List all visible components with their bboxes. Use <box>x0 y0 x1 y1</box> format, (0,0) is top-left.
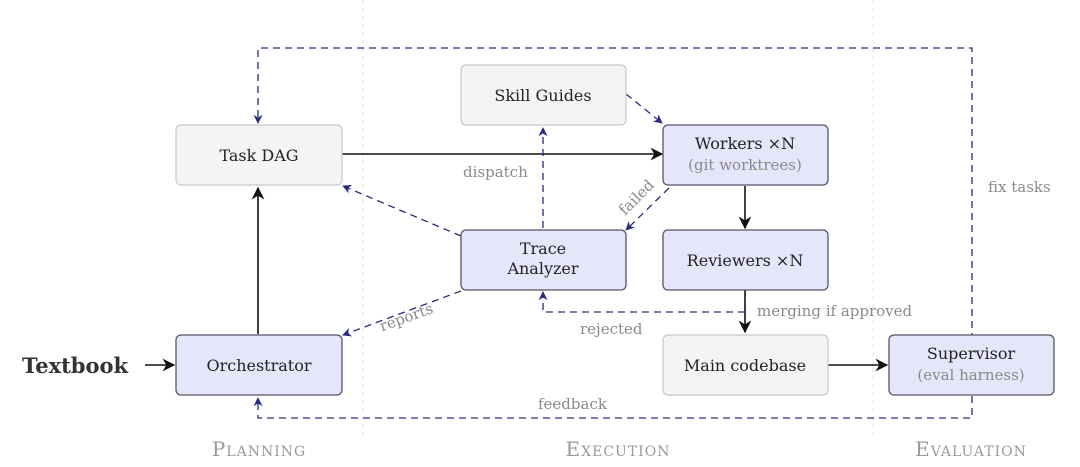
reports-edge <box>342 290 462 337</box>
main-codebase-label: Main codebase <box>684 356 806 375</box>
dispatch-label: dispatch <box>463 163 528 181</box>
skill-guides-node: Skill Guides <box>460 64 627 126</box>
failed-edge <box>625 187 670 231</box>
rejected-edge <box>538 291 745 313</box>
workers-node: Workers ×N (git worktrees) <box>662 124 829 186</box>
phase-planning-label: Planning <box>212 437 306 461</box>
skill-guides-label: Skill Guides <box>494 86 591 105</box>
rejected-label: rejected <box>580 320 643 338</box>
feedback-label: feedback <box>538 395 608 413</box>
orchestrator-label: Orchestrator <box>206 356 311 375</box>
fix-tasks-loop-edge <box>253 47 973 340</box>
skill-guides-to-workers-edge <box>625 93 663 124</box>
supervisor-node: Supervisor (eval harness) <box>888 334 1055 396</box>
trace-analyzer-label-line1: Trace <box>520 239 566 258</box>
task-dag-label: Task DAG <box>219 146 298 165</box>
main-codebase-node: Main codebase <box>662 334 829 396</box>
fix-tasks-label: fix tasks <box>988 178 1051 196</box>
orchestrator-node: Orchestrator <box>175 334 343 396</box>
reports-label: reports <box>377 299 435 335</box>
analyzer-to-taskdag-edge <box>342 185 462 237</box>
supervisor-label: Supervisor <box>927 344 1016 363</box>
task-dag-node: Task DAG <box>175 124 343 186</box>
trace-analyzer-node: Trace Analyzer <box>460 229 627 291</box>
feedback-loop-edge <box>253 396 973 419</box>
reviewers-label: Reviewers ×N <box>687 251 804 270</box>
workers-label: Workers ×N <box>695 134 795 153</box>
failed-label: failed <box>615 176 658 219</box>
phase-execution-label: Execution <box>566 437 671 461</box>
merging-label: merging if approved <box>757 302 913 320</box>
workers-sublabel: (git worktrees) <box>688 156 802 174</box>
reviewers-node: Reviewers ×N <box>662 229 829 291</box>
trace-analyzer-label-line2: Analyzer <box>506 259 578 278</box>
textbook-input-label: Textbook <box>22 353 128 378</box>
phase-evaluation-label: Evaluation <box>915 437 1027 461</box>
supervisor-sublabel: (eval harness) <box>917 366 1024 384</box>
